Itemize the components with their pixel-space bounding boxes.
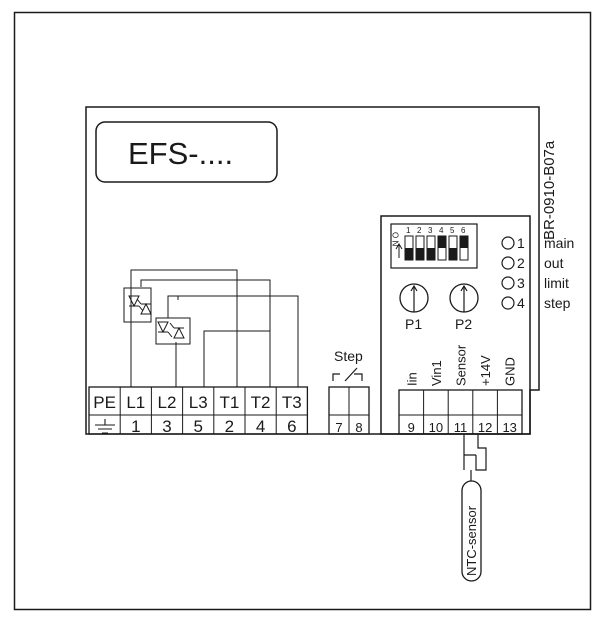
control-terminal-label: +14V <box>478 355 493 386</box>
power-terminal-label: T3 <box>282 393 302 412</box>
led-2-icon <box>501 256 515 270</box>
dip-switch-lever[interactable] <box>449 248 457 260</box>
power-terminal-label: T1 <box>219 393 239 412</box>
step-label: Step <box>334 348 363 364</box>
dip-switch-slot[interactable] <box>404 235 414 261</box>
power-terminal-number: 2 <box>225 417 234 436</box>
control-terminal-number: 11 <box>454 420 468 435</box>
power-terminal-block: PE L1 1 L2 3 L3 5 T1 2 T2 4 T3 6 <box>88 386 309 436</box>
dip-switch-lever[interactable] <box>438 236 446 249</box>
thyristor-l1-symbol-icon <box>128 295 152 315</box>
power-terminal-label: L3 <box>189 393 208 412</box>
dip-switch-number: 4 <box>439 226 444 235</box>
dip-switch-lever[interactable] <box>460 236 468 249</box>
dip-switch-slot[interactable] <box>415 235 425 261</box>
dip-switch-slot[interactable] <box>459 235 469 261</box>
potentiometer-p2-label: P2 <box>455 316 472 332</box>
drawing-code: BR-0910-B07a <box>541 140 558 240</box>
control-terminal-number: 13 <box>502 420 516 435</box>
outer-frame <box>13 11 592 611</box>
led-number: 1 <box>517 235 525 251</box>
ground-icon <box>95 419 115 434</box>
step-terminal-number: 8 <box>355 420 362 435</box>
power-terminal-number: 3 <box>162 417 171 436</box>
control-terminal-label: Sensor <box>454 344 469 386</box>
control-terminal-number: 9 <box>408 420 415 435</box>
control-terminal-outline <box>398 389 523 435</box>
step-terminal-number: 7 <box>335 420 342 435</box>
thyristor-l1 <box>123 287 152 323</box>
potentiometer-p1-pointer-icon <box>410 284 418 312</box>
internal-wiring <box>130 269 299 387</box>
dip-on-arrow-icon <box>395 243 403 258</box>
control-terminal-block: Iin 9 Vin1 10 Sensor 11 +14V 12 GND 13 <box>398 344 523 435</box>
potentiometer-p1-label: P1 <box>405 316 422 332</box>
model-label: EFS-.... <box>128 136 233 171</box>
thyristor-l2-box <box>155 317 191 345</box>
power-terminal-number: 4 <box>256 417 265 436</box>
ntc-sensor-cable <box>463 435 487 471</box>
dip-switch-number: 3 <box>428 226 433 235</box>
dip-switch-number: 2 <box>417 226 422 235</box>
potentiometer-p2[interactable]: P2 <box>449 283 479 332</box>
thyristor-l2-symbol-icon <box>157 321 185 339</box>
dip-switch-number: 5 <box>450 226 455 235</box>
power-terminal-number: 1 <box>131 417 140 436</box>
dip-switch-slot[interactable] <box>437 235 447 261</box>
led-4-icon <box>501 296 515 310</box>
control-terminal-label: Vin1 <box>429 360 444 386</box>
potentiometer-p1[interactable]: P1 <box>399 283 429 332</box>
control-terminal-label: Iin <box>404 372 419 386</box>
dip-switch-housing <box>390 223 478 269</box>
control-terminal-label: GND <box>503 357 518 386</box>
dip-switch-lever[interactable] <box>427 248 435 260</box>
power-terminal-label: L1 <box>126 393 145 412</box>
step-switch-icon <box>332 367 363 382</box>
led-group: 1 main 2 out 3 limit 4 step <box>501 235 574 311</box>
model-label-box <box>95 121 278 183</box>
dip-switch-slot[interactable] <box>448 235 458 261</box>
power-terminal-label: T2 <box>251 393 271 412</box>
dip-switch-lever[interactable] <box>405 248 413 260</box>
potentiometer-p2-pointer-icon <box>460 284 468 312</box>
led-3-icon <box>501 276 515 290</box>
dip-switch-slot[interactable] <box>426 235 436 261</box>
led-function-label: limit <box>544 275 569 291</box>
dip-on-label: O N <box>391 232 400 246</box>
led-number: 3 <box>517 275 525 291</box>
led-function-label: main <box>544 235 574 251</box>
led-number: 4 <box>517 295 525 311</box>
led-function-label: step <box>544 295 571 311</box>
dip-switch-number: 6 <box>461 226 466 235</box>
led-function-label: out <box>544 255 564 271</box>
control-terminal-number: 10 <box>429 420 443 435</box>
led-1-icon <box>501 236 515 250</box>
power-terminal-number: 6 <box>287 417 296 436</box>
power-terminal-number: 5 <box>193 417 202 436</box>
dip-switch-number: 1 <box>406 226 411 235</box>
control-terminal-number: 12 <box>478 420 492 435</box>
power-terminal-label: PE <box>93 393 116 412</box>
power-terminal-label: L2 <box>158 393 177 412</box>
thyristor-l2 <box>155 317 191 345</box>
step-contact: Step <box>332 348 363 382</box>
power-terminal-outline <box>88 386 309 435</box>
led-number: 2 <box>517 255 525 271</box>
dip-switch-lever[interactable] <box>416 248 424 260</box>
ntc-sensor-label: NTC-sensor <box>464 505 479 576</box>
ntc-sensor: NTC-sensor <box>461 435 487 582</box>
thyristor-l1-box <box>123 287 152 323</box>
